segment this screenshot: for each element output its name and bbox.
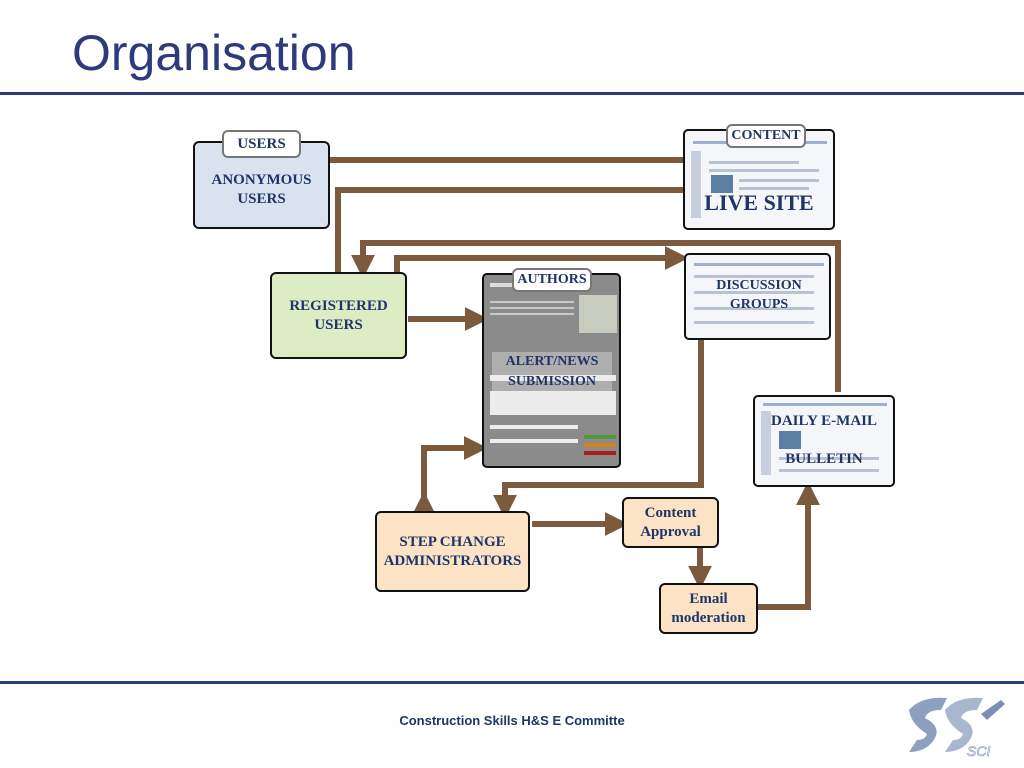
form-field <box>490 375 616 381</box>
discussion-groups-label: DISCUSSION GROUPS <box>716 278 802 312</box>
live-site-line <box>709 161 799 164</box>
email-moderation-node: Email moderation <box>659 583 758 634</box>
email-header-bar <box>763 403 887 406</box>
content-approval-node: Content Approval <box>622 497 719 548</box>
status-green <box>584 435 616 439</box>
content-approval-label: Content Approval <box>640 504 701 540</box>
form-select <box>490 425 578 429</box>
email-sidebar <box>761 411 771 475</box>
form-select <box>490 409 578 413</box>
alert-submission-label: ALERT/NEWS SUBMISSION <box>492 352 612 392</box>
daily-email-screenshot <box>753 395 895 487</box>
users-tag: USERS <box>222 130 301 158</box>
live-site-line <box>709 169 819 172</box>
status-orange <box>584 443 616 447</box>
status-red <box>584 451 616 455</box>
content-tag: CONTENT <box>726 124 806 148</box>
live-site-label: LIVE SITE <box>704 190 814 215</box>
discussion-groups-screenshot <box>684 253 831 340</box>
page-title: Organisation <box>72 25 356 81</box>
bulletin-label: BULLETIN <box>785 451 863 467</box>
live-site-photo <box>711 175 733 193</box>
logo-text: SCI <box>967 743 990 758</box>
sci-logo: SCI <box>909 697 1005 758</box>
step-change-administrators-node: STEP CHANGE ADMINISTRATORS <box>375 511 530 592</box>
alert-submission-screenshot <box>482 273 621 468</box>
form-line <box>490 313 574 315</box>
form-image <box>579 295 617 333</box>
email-photo <box>779 431 801 449</box>
discussion-line <box>694 321 814 324</box>
top-divider <box>0 92 1024 95</box>
form-select <box>490 439 578 443</box>
anonymous-users-label: ANONYMOUS USERS <box>211 172 312 207</box>
footer-text: Construction Skills H&S E Committe <box>399 713 625 728</box>
discussion-line <box>694 307 814 310</box>
registered-users-node: REGISTERED USERS <box>270 272 407 359</box>
daily-email-label: DAILY E-MAIL <box>771 413 877 429</box>
form-line <box>490 307 574 309</box>
step-change-label: STEP CHANGE ADMINISTRATORS <box>383 533 522 569</box>
live-site-sidebar <box>691 151 701 218</box>
email-moderation-label: Email moderation <box>671 590 746 626</box>
form-line <box>490 301 574 303</box>
discussion-line <box>694 291 814 294</box>
live-site-line <box>739 179 819 182</box>
live-site-line <box>739 187 809 190</box>
bottom-divider <box>0 681 1024 684</box>
live-site-screenshot <box>683 129 835 230</box>
discussion-line <box>694 275 814 278</box>
email-line <box>779 469 879 472</box>
registered-users-label: REGISTERED USERS <box>289 297 388 333</box>
authors-tag: AUTHORS <box>512 268 592 292</box>
email-line <box>779 457 879 460</box>
discussion-header-bar <box>694 263 824 266</box>
